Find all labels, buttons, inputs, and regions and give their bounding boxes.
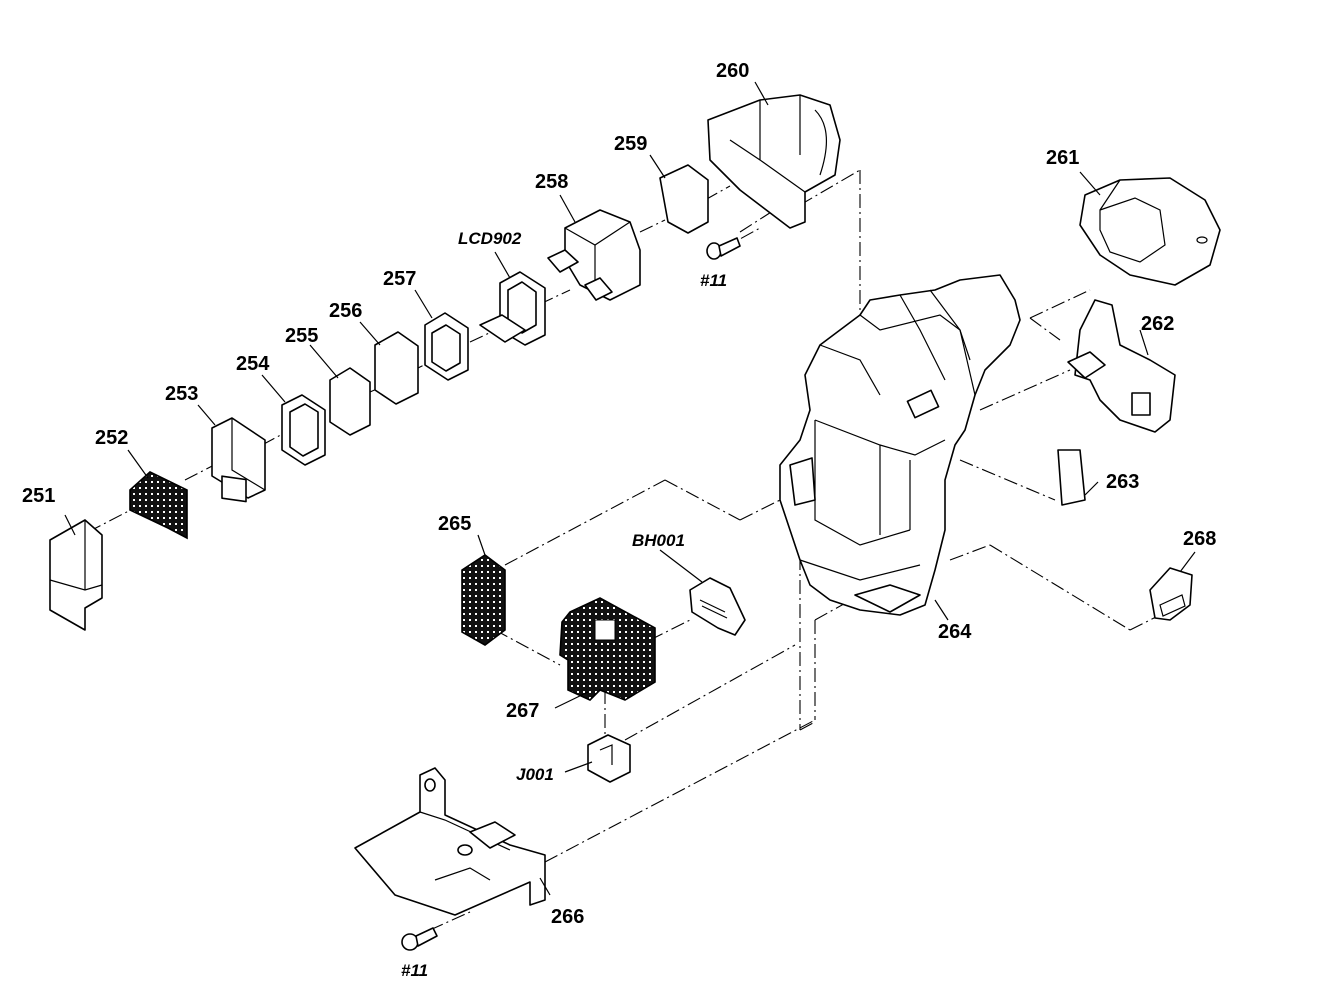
part-j001-jack[interactable] [587,734,631,783]
part-251-bracket[interactable] [49,519,103,631]
label-258: 258 [535,171,568,193]
label-screw-top: #11 [700,271,727,290]
part-263-sheet[interactable] [1057,449,1086,506]
part-262-cover[interactable] [1067,299,1176,433]
label-257: 257 [383,268,416,290]
label-251: 251 [22,485,55,507]
label-254: 254 [236,353,270,375]
label-j001: J001 [516,765,554,784]
label-268: 268 [1183,528,1216,550]
part-lcd902-panel[interactable] [479,271,546,346]
label-screw-bottom: #11 [401,961,428,980]
label-263: 263 [1106,471,1139,493]
label-267: 267 [506,700,539,722]
leader-lines [64,81,1196,896]
part-253-frame[interactable] [211,417,266,503]
part-261-ring[interactable] [1079,177,1221,286]
part-254-frame[interactable] [281,394,326,466]
part-258-holder[interactable] [547,209,641,301]
label-253: 253 [165,383,198,405]
label-bh001: BH001 [632,531,685,550]
label-261: 261 [1046,147,1079,169]
label-255: 255 [285,325,318,347]
screw-bottom[interactable] [401,927,438,951]
part-267-board[interactable] [559,597,656,701]
label-260: 260 [716,60,749,82]
label-256: 256 [329,300,362,322]
part-256-sheet[interactable] [374,331,419,405]
label-259: 259 [614,133,647,155]
part-264-chassis[interactable] [779,274,1021,616]
screw-top[interactable] [706,237,741,260]
part-255-sheet[interactable] [329,367,371,436]
label-252: 252 [95,427,128,449]
part-265-shield[interactable] [461,554,506,646]
label-264: 264 [938,621,972,643]
label-265: 265 [438,513,471,535]
label-266: 266 [551,906,584,928]
part-257-frame[interactable] [424,312,469,381]
assembly-lines [87,169,1161,931]
label-262: 262 [1141,313,1174,335]
part-268-button[interactable] [1149,567,1193,621]
part-bh001-holder[interactable] [689,577,746,636]
part-labels: 251 252 253 254 255 256 257 258 259 260 … [22,60,1216,980]
part-252-shield-sheet[interactable] [129,471,188,540]
part-266-bottom-bracket[interactable] [354,767,546,916]
part-260-viewfinder-housing[interactable] [707,94,841,229]
part-259-sheet[interactable] [659,164,709,234]
label-lcd902: LCD902 [458,229,522,248]
